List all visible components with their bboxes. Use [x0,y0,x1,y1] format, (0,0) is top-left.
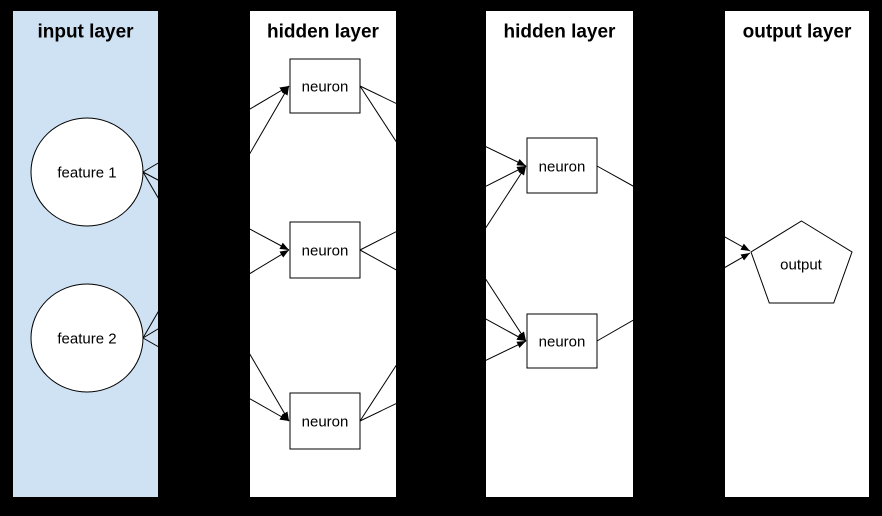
title-hidden-layer-1: hidden layer [267,22,380,43]
node-output-label: output [780,256,823,273]
node-h1n1-rect [289,58,361,114]
node-h2n1-rect [526,137,598,194]
node-h2n1-label: neuron [539,158,586,175]
node-h1n3-rect [289,392,361,450]
node-output-pentagon [750,220,853,304]
node-h1n2-rect [289,221,361,279]
node-feature1-label: feature 1 [57,164,116,181]
node-h2n2-label: neuron [539,333,586,350]
node-h2n2-rect [526,313,598,369]
node-h1n2-label: neuron [302,242,349,259]
title-input-layer: input layer [37,22,134,43]
node-feature2-circle [30,283,144,393]
node-feature1-circle [30,117,144,227]
panel-input-layer [13,11,158,497]
node-feature2-label: feature 2 [57,330,116,347]
node-h1n3-label: neuron [302,413,349,430]
title-hidden-layer-2: hidden layer [504,22,617,43]
node-h1n1-label: neuron [302,78,349,95]
title-output-layer: output layer [743,22,852,43]
panel-hidden-layer-2 [486,11,633,497]
